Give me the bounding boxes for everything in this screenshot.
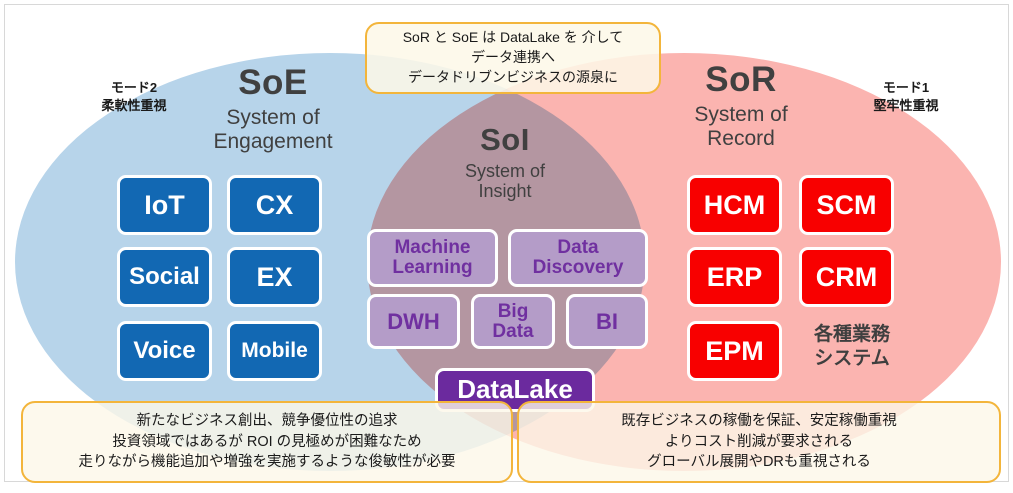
mode2-label: モード2 柔軟性重視 (79, 79, 189, 114)
right-note-line3: グローバル展開やDRも重視される (647, 454, 871, 471)
right-note-line1: 既存ビジネスの稼働を保証、安定稼働重視 (621, 413, 897, 430)
sor-misc-line1: 各種業務 (813, 324, 890, 345)
mode1-line1: モード1 (882, 80, 930, 95)
sor-misc-line2: システム (814, 347, 890, 369)
mode1-label: モード1 堅牢性重視 (851, 79, 961, 114)
sor-item-epm[interactable]: EPM (687, 321, 782, 381)
soi-dd-line1: Data (557, 237, 599, 259)
soi-item-dwh[interactable]: DWH (367, 294, 460, 349)
soe-item-voice[interactable]: Voice (117, 321, 212, 381)
left-note-line1: 新たなビジネス創出、競争優位性の追求 (136, 413, 398, 430)
top-note-line3: データドリブンビジネスの源泉に (408, 68, 618, 85)
sor-item-crm[interactable]: CRM (799, 247, 894, 307)
soe-item-iot[interactable]: IoT (117, 175, 212, 235)
mode1-line2: 堅牢性重視 (873, 97, 939, 113)
soi-ml-line2: Learning (392, 257, 473, 278)
soi-big-line2: Data (492, 320, 534, 342)
soi-ml-line1: Machine (394, 237, 471, 259)
sor-item-erp[interactable]: ERP (687, 247, 782, 307)
right-note-line2: よりコスト削減が要求される (664, 433, 854, 450)
soe-item-social[interactable]: Social (117, 247, 212, 307)
soi-big-line1: Big (497, 300, 529, 322)
soi-item-bi[interactable]: BI (566, 294, 648, 349)
sor-item-scm[interactable]: SCM (799, 175, 894, 235)
soi-item-machine-learning[interactable]: Machine Learning (367, 229, 498, 287)
left-note-line3: 走りながら機能追加や増強を実施するような俊敏性が必要 (78, 454, 456, 471)
mode2-line1: モード2 (110, 80, 158, 95)
diagram-frame: SoE System of Engagement SoR System of R… (4, 4, 1009, 483)
sor-description-note: 既存ビジネスの稼働を保証、安定稼働重視 よりコスト削減が要求される グローバル展… (517, 401, 1001, 483)
soi-dd-line2: Discovery (532, 257, 624, 278)
soe-description-note: 新たなビジネス創出、競争優位性の追求 投資領域ではあるが ROI の見極めが困難… (21, 401, 513, 483)
top-note-line1: SoR と SoE は DataLake を 介して (402, 29, 624, 46)
soe-item-ex[interactable]: EX (227, 247, 322, 307)
top-callout-note: SoR と SoE は DataLake を 介して データ連携へ データドリブ… (365, 22, 661, 94)
soi-item-big-data[interactable]: Big Data (471, 294, 555, 349)
soe-item-cx[interactable]: CX (227, 175, 322, 235)
sor-item-hcm[interactable]: HCM (687, 175, 782, 235)
soe-item-mobile[interactable]: Mobile (227, 321, 322, 381)
sor-misc-systems-label: 各種業務 システム (797, 323, 907, 371)
left-note-line2: 投資領域ではあるが ROI の見極めが困難なため (112, 433, 422, 450)
soi-item-data-discovery[interactable]: Data Discovery (508, 229, 648, 287)
mode2-line2: 柔軟性重視 (101, 97, 167, 113)
top-note-line2: データ連携へ (471, 49, 555, 66)
datalake-box[interactable]: DataLake (435, 368, 595, 412)
